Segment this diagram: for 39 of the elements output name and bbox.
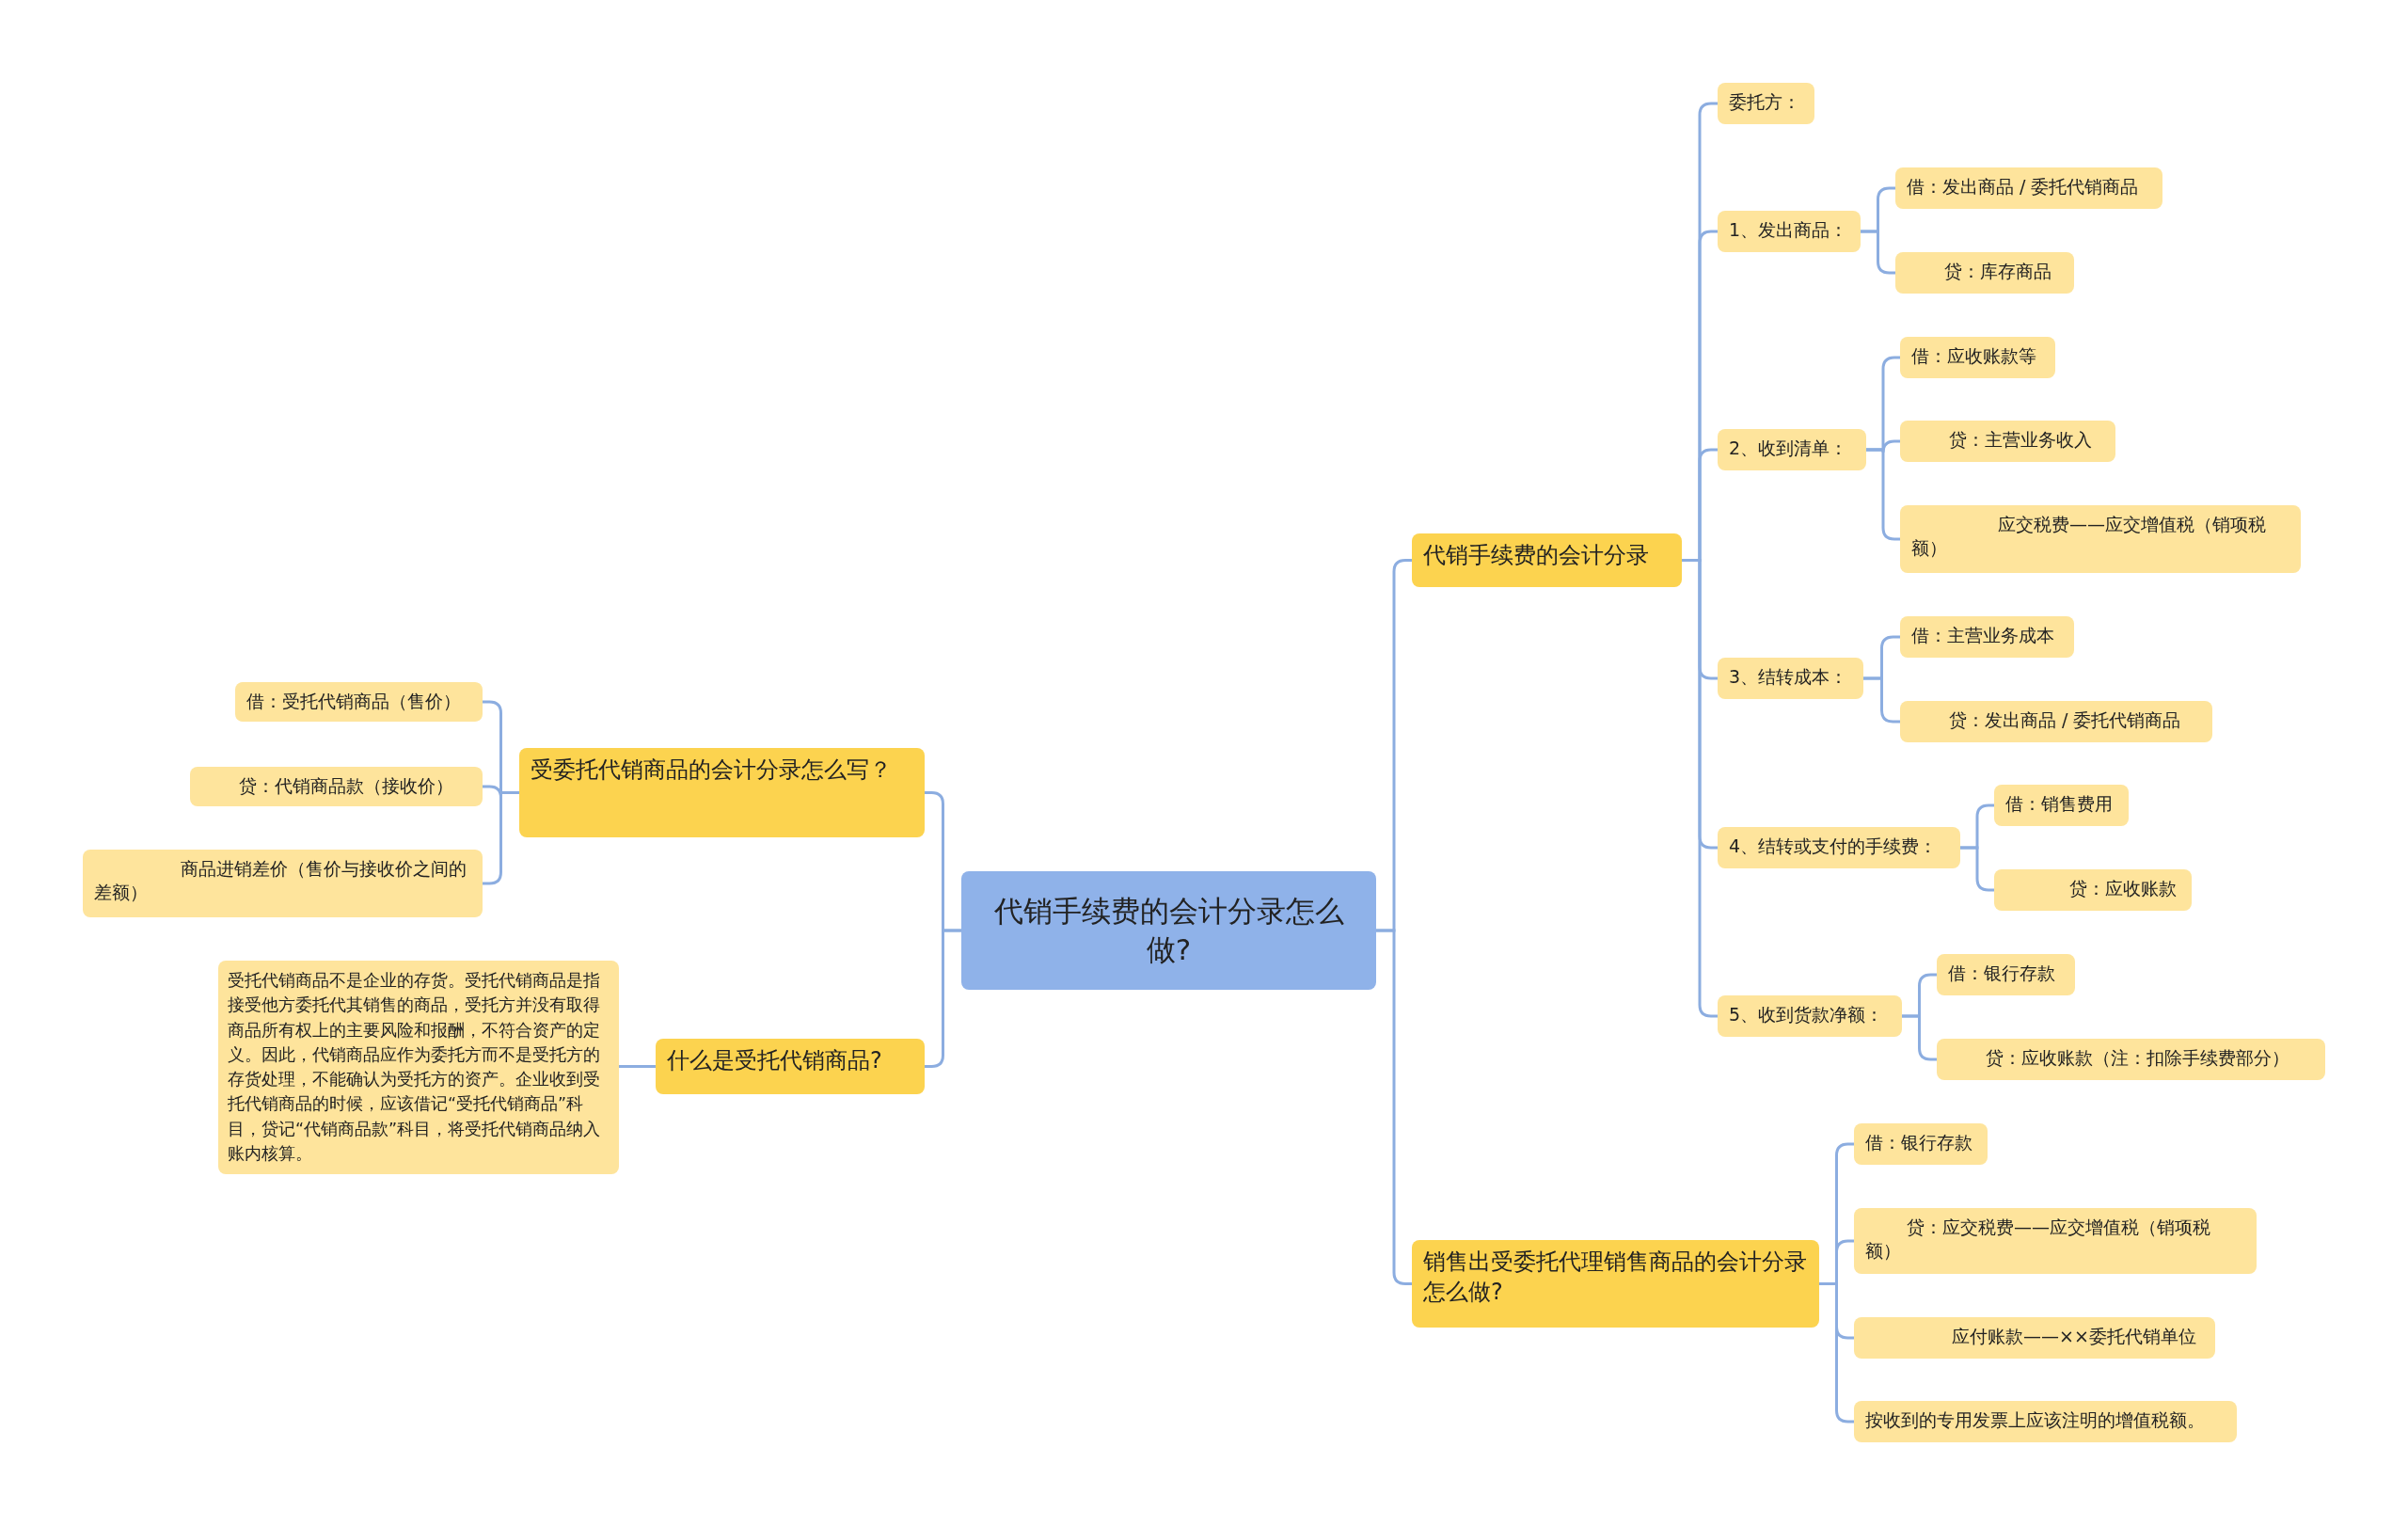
subtopic-box: 商品进销差价（售价与接收价之间的差额） [83,850,483,917]
subtopic-box: 贷：库存商品 [1895,252,2074,294]
connector-line [925,929,961,1068]
topic-box: 什么是受托代销商品? [656,1039,925,1094]
subtopic-box: 2、收到清单： [1718,429,1866,470]
subtopic-box: 贷：主营业务收入 [1900,421,2115,462]
subtopic-box: 借：应收账款等 [1900,337,2055,378]
central-topic-box: 代销手续费的会计分录怎么做? [961,871,1376,990]
connector-line [1866,448,1900,541]
connector-line [1863,676,1900,724]
subtopic-box: 1、发出商品： [1718,211,1861,252]
subtopic-box: 贷：发出商品 / 委托代销商品 [1900,701,2212,742]
subtopic-box: 借：发出商品 / 委托代销商品 [1895,167,2162,209]
subtopic-box: 按收到的专用发票上应该注明的增值税额。 [1854,1401,2237,1442]
subtopic-box: 应交税费——应交增值税（销项税额） [1900,505,2301,573]
subtopic-box: 借：受托代销商品（售价） [235,682,483,722]
subtopic-box: 贷：应收账款（注：扣除手续费部分） [1937,1039,2325,1080]
connector-line [1819,1282,1854,1424]
subtopic-box: 贷：代销商品款（接收价） [190,767,483,806]
connector-line [619,1065,656,1068]
topic-box: 代销手续费的会计分录 [1412,533,1682,587]
subtopic-box: 贷：应交税费——应交增值税（销项税额） [1854,1208,2257,1274]
subtopic-box: 应付账款——××委托代销单位 [1854,1317,2215,1359]
connector-line [1960,846,1994,892]
subtopic-box: 4、结转或支付的手续费： [1718,827,1960,868]
topic-box: 销售出受委托代理销售商品的会计分录怎么做? [1412,1240,1819,1328]
subtopic-box: 贷：应收账款 [1994,869,2192,911]
subtopic-box: 借：销售费用 [1994,785,2129,826]
note-box: 受托代销商品不是企业的存货。受托代销商品是指接受他方委托代其销售的商品，受托方并没有取得商品所有权上的主要风险和报酬，不符合资产的定义。因此，代销商品应作为委托方而不是受托方的存货处理，不能确认为受托方的资产。企业收到受托代销商品的时候，应该借记“受托代销商品”科目，贷记“代销商品款”科目，将受托代销商品纳入账内核算。 [218,961,619,1174]
connector-line [1861,230,1895,275]
connector-line [1902,1014,1937,1061]
subtopic-box: 3、结转成本： [1718,658,1863,699]
subtopic-box: 借：银行存款 [1937,954,2075,995]
subtopic-box: 借：银行存款 [1854,1123,1988,1165]
subtopic-box: 5、收到货款净额： [1718,995,1902,1037]
connector-line [1682,559,1718,1018]
subtopic-box: 借：主营业务成本 [1900,616,2074,658]
topic-box: 受委托代销商品的会计分录怎么写？ [519,748,925,837]
subtopic-box: 委托方： [1718,83,1814,124]
